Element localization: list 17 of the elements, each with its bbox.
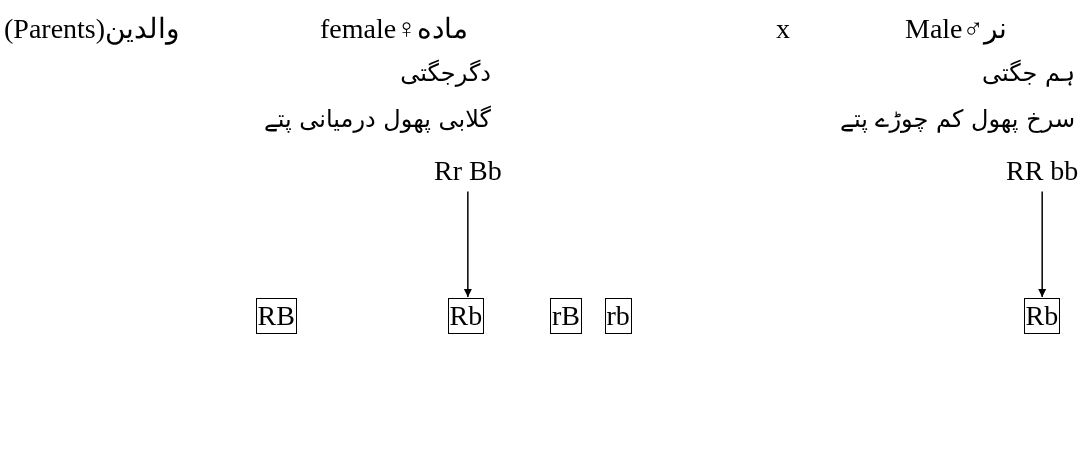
trait-text: سرخ پھول کم چوڑے پتے [839, 104, 1075, 135]
genotype-text: RR bb [1006, 154, 1079, 188]
gamete-box: Rb [447, 298, 485, 334]
heading-text: x [776, 12, 790, 46]
heading-text: (Parents)والدین [4, 12, 181, 46]
gamete-box: Rb [1023, 298, 1061, 334]
trait-text: گلابی پھول درمیانی پتے [263, 104, 491, 135]
trait-text: ہم جگتی [982, 58, 1075, 89]
arrow [1038, 190, 1047, 298]
gamete-box: rb [604, 298, 632, 334]
heading-text: female♀ماده [320, 12, 469, 46]
gamete-box: rB [550, 298, 582, 334]
gamete-box: RB [255, 298, 297, 334]
arrow [463, 190, 472, 298]
genotype-text: Rr Bb [434, 154, 502, 188]
trait-text: دگرجگتی [400, 58, 491, 89]
heading-text: Male♂نر [905, 12, 1007, 46]
